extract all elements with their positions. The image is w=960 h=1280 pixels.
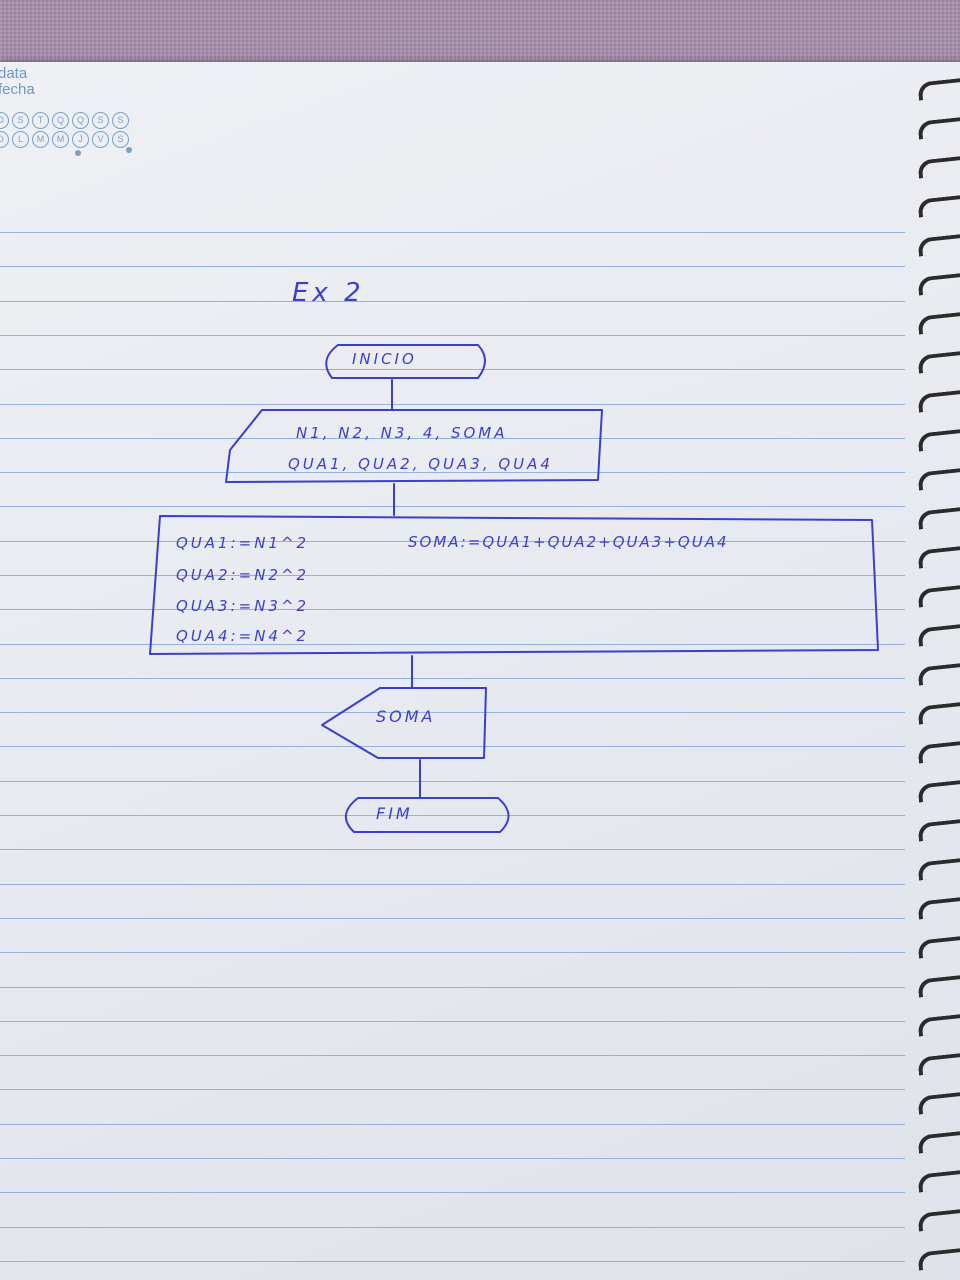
weekday-circle: M [32,131,49,148]
process-line-2: QUA2:=N2^2 [176,566,310,584]
weekday-row-pt: D S T Q Q S S [0,112,129,129]
ruled-line [0,712,905,713]
ruled-line [0,644,905,645]
end-label: FIM [376,804,413,823]
process-line-4: QUA4:=N4^2 [176,627,310,645]
weekday-circle: S [12,112,29,129]
ruled-line [0,609,905,610]
date-dot [75,150,81,156]
end-terminal-shape [345,797,510,833]
ruled-line [0,1089,905,1090]
ruled-line [0,232,905,233]
weekday-circle: J [72,131,89,148]
start-label: INICIO [352,350,417,368]
weekday-circle: S [112,131,129,148]
ruled-line [0,506,905,507]
input-shape [225,409,603,483]
ruled-line [0,987,905,988]
ruled-line [0,884,905,885]
weekday-circle: S [112,112,129,129]
ruled-line [0,1227,905,1228]
ruled-line [0,1055,905,1056]
ruled-line [0,404,905,405]
weekday-row-es: D L M M J V S [0,131,129,148]
notebook-page [0,62,960,1280]
ruled-line [0,1261,905,1262]
weekday-circle: M [52,131,69,148]
date-label: data [0,65,28,82]
exercise-title: Ex 2 [292,278,365,308]
ruled-line [0,815,905,816]
declare-line-1: N1, N2, N3, 4, SOMA [296,424,508,442]
ruled-line [0,952,905,953]
process-line-1: QUA1:=N1^2 [176,534,310,552]
fecha-label: fecha [0,81,35,98]
ruled-line [0,781,905,782]
weekday-circle: L [12,131,29,148]
ruled-line [0,918,905,919]
weekday-circles: D S T Q Q S S D L M M J V S [0,112,129,150]
date-dot [126,147,132,153]
ruled-line [0,1192,905,1193]
process-sum-line: SOMA:=QUA1+QUA2+QUA3+QUA4 [408,533,729,551]
ruled-line [0,266,905,267]
weekday-circle: T [32,112,49,129]
ruled-line [0,301,905,302]
ruled-line [0,472,905,473]
ruled-line [0,849,905,850]
ruled-line [0,541,905,542]
ruled-line [0,1124,905,1125]
ruled-line [0,438,905,439]
weekday-circle: V [92,131,109,148]
process-shape [149,515,879,655]
declare-line-2: QUA1, QUA2, QUA3, QUA4 [288,455,553,473]
ruled-line [0,369,905,370]
ruled-line [0,746,905,747]
ruled-line [0,678,905,679]
ruled-line [0,335,905,336]
display-shape [321,687,487,759]
output-label: SOMA [376,707,436,726]
process-line-3: QUA3:=N3^2 [176,597,310,615]
weekday-circle: Q [52,112,69,129]
ruled-line [0,1158,905,1159]
ruled-line [0,575,905,576]
weekday-circle: Q [72,112,89,129]
ruled-line [0,1021,905,1022]
weekday-circle: S [92,112,109,129]
start-terminal-shape [325,344,486,379]
date-header: data fecha [0,66,35,98]
